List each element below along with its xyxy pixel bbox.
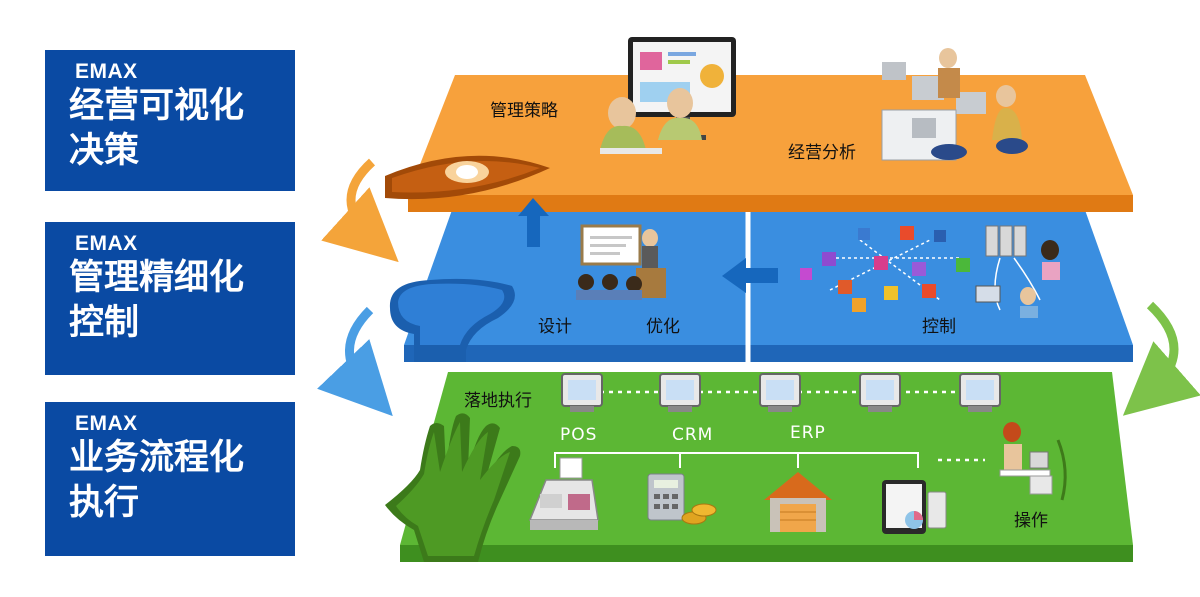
- distribution-lines: [554, 452, 985, 468]
- tablet-device-icon: [882, 480, 947, 534]
- office-workers-illustration: [881, 48, 1028, 161]
- up-arrow-icon: [518, 198, 549, 247]
- strategy-label: 管理策略: [490, 101, 558, 121]
- network-cubes-illustration: [800, 226, 970, 312]
- computer-terminals: [561, 373, 1001, 412]
- warehouse-icon: [764, 472, 832, 532]
- box-title-line1: 业务流程化: [69, 438, 245, 478]
- brand-label: EMAX: [75, 412, 138, 435]
- terminal-icon: [859, 373, 901, 412]
- eye-icon: [385, 155, 550, 200]
- brand-label: EMAX: [75, 232, 138, 255]
- top-layer: [408, 75, 1133, 212]
- box-title-line2: 执行: [69, 483, 140, 523]
- execution-label: 落地执行: [464, 391, 532, 411]
- terminal-icon: [659, 373, 701, 412]
- operation-label: 操作: [1014, 511, 1048, 531]
- analysis-label: 经营分析: [788, 143, 856, 163]
- calculator-coins-icon: [647, 473, 717, 525]
- box-title-line2: 决策: [69, 131, 140, 171]
- brand-label: EMAX: [75, 60, 138, 83]
- design-label: 设计: [538, 317, 572, 337]
- loop-arrow-green: [1122, 301, 1200, 416]
- box-title-line1: 管理精细化: [69, 258, 245, 298]
- presentation-illustration: [576, 224, 666, 300]
- pos-machine-icon: [528, 457, 599, 530]
- terminal-icon: [759, 373, 801, 412]
- brain-icon: [389, 278, 515, 362]
- operator-illustration: [999, 422, 1067, 501]
- erp-label: ERP: [790, 423, 826, 443]
- servers-illustration: [975, 225, 1060, 318]
- control-label: 控制: [922, 317, 956, 337]
- hand-icon: [385, 413, 521, 562]
- fine-control-box: EMAX 管理精细化 控制: [45, 222, 295, 375]
- box-title-line1: 经营可视化: [69, 86, 245, 126]
- process-execution-box: EMAX 业务流程化 执行: [45, 402, 295, 556]
- pos-label: POS: [560, 425, 597, 445]
- box-title-line2: 控制: [69, 303, 140, 343]
- loop-arrow-blue: [317, 306, 393, 417]
- terminal-icon: [561, 373, 603, 412]
- meeting-people-illustration: [600, 88, 702, 154]
- loop-arrow-orange: [321, 158, 399, 263]
- visual-decision-box: EMAX 经营可视化 决策: [45, 50, 295, 191]
- terminal-icon: [959, 373, 1001, 412]
- optimize-label: 优化: [646, 317, 680, 337]
- crm-label: CRM: [672, 425, 713, 445]
- left-arrow-icon: [722, 258, 778, 293]
